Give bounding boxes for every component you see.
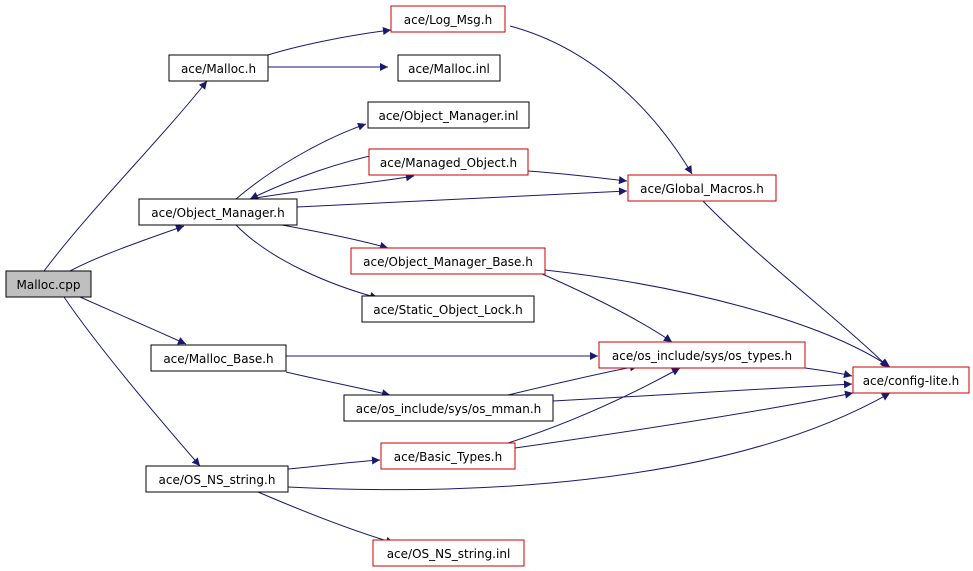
node-label: ace/os_include/sys/os_mman.h [356, 402, 542, 416]
node-label: ace/Object_Manager_Base.h [363, 255, 533, 269]
edge-os-mman-h-to-config-lite-h [552, 380, 853, 402]
node-label: ace/Object_Manager.h [151, 206, 284, 220]
edge-os-mman-h-to-os-types-h [507, 363, 639, 396]
node-config-lite-h[interactable]: ace/config-lite.h [852, 366, 970, 394]
edge-object-manager-h-to-object-manager-inl [235, 122, 367, 200]
node-malloc-h[interactable]: ace/Malloc.h [168, 54, 269, 82]
node-object-manager-inl[interactable]: ace/Object_Manager.inl [367, 101, 530, 129]
node-label: ace/OS_NS_string.h [159, 473, 276, 487]
node-label: ace/Global_Macros.h [640, 182, 764, 196]
node-os-ns-string-h[interactable]: ace/OS_NS_string.h [145, 465, 289, 493]
edge-global-macros-h-to-config-lite-h [701, 199, 889, 368]
edge-os-ns-string-h-to-os-ns-string-inl [257, 491, 395, 545]
edge-os-ns-string-h-to-config-lite-h [287, 392, 891, 491]
node-label: ace/Managed_Object.h [380, 156, 517, 170]
edge-object-manager-base-h-to-os-types-h [539, 272, 673, 343]
edge-malloc-cpp-to-object-manager-h [69, 224, 185, 272]
edge-object-manager-base-h-to-config-lite-h [544, 269, 891, 368]
node-os-mman-h[interactable]: ace/os_include/sys/os_mman.h [343, 394, 554, 422]
node-malloc-inl[interactable]: ace/Malloc.inl [397, 54, 501, 82]
edge-basic-types-h-to-config-lite-h [514, 390, 854, 449]
node-label: ace/Log_Msg.h [404, 13, 492, 27]
edge-managed-object-h-to-global-macros-h [527, 170, 628, 185]
node-malloc-cpp[interactable]: Malloc.cpp [5, 270, 92, 298]
node-malloc-base-h[interactable]: ace/Malloc_Base.h [150, 344, 287, 372]
edge-malloc-cpp-to-malloc-base-h [79, 296, 187, 345]
node-label: ace/Basic_Types.h [394, 450, 502, 464]
edge-malloc-base-h-to-os-mman-h [285, 371, 391, 398]
node-label: ace/Object_Manager.inl [378, 109, 518, 123]
node-label: ace/Static_Object_Lock.h [373, 303, 523, 317]
node-os-ns-string-inl[interactable]: ace/OS_NS_string.inl [372, 539, 525, 567]
node-label: ace/Malloc.h [181, 62, 256, 76]
node-label: Malloc.cpp [17, 278, 81, 292]
edges [43, 25, 891, 545]
edge-malloc-cpp-to-os-ns-string-h [63, 296, 201, 467]
nodes: Malloc.cpp ace/Malloc.h ace/Log_Msg.h ac… [5, 5, 970, 567]
node-log-msg-h[interactable]: ace/Log_Msg.h [390, 5, 506, 33]
node-label: ace/OS_NS_string.inl [387, 547, 511, 561]
node-managed-object-h[interactable]: ace/Managed_Object.h [368, 148, 529, 176]
edge-object-manager-h-to-object-manager-base-h [281, 224, 389, 250]
edge-malloc-cpp-to-malloc-h [43, 80, 208, 272]
edge-os-types-h-to-config-lite-h [804, 367, 853, 379]
edge-log-msg-h-to-global-macros-h [509, 25, 693, 175]
edge-object-manager-h-to-global-macros-h [296, 187, 628, 208]
node-global-macros-h[interactable]: ace/Global_Macros.h [627, 174, 777, 202]
edge-basic-types-h-to-os-types-h [507, 367, 681, 444]
edge-malloc-h-to-log-msg-h [267, 26, 392, 56]
node-label: ace/os_include/sys/os_types.h [612, 349, 792, 363]
node-label: ace/Malloc_Base.h [163, 352, 273, 366]
edge-os-ns-string-h-to-basic-types-h [287, 456, 381, 470]
node-os-types-h[interactable]: ace/os_include/sys/os_types.h [598, 341, 806, 369]
node-static-object-lock-h[interactable]: ace/Static_Object_Lock.h [361, 295, 535, 323]
node-object-manager-base-h[interactable]: ace/Object_Manager_Base.h [350, 247, 546, 275]
edge-object-manager-h-to-managed-object-h [249, 173, 415, 200]
node-label: ace/config-lite.h [863, 374, 960, 388]
node-basic-types-h[interactable]: ace/Basic_Types.h [380, 442, 516, 470]
edge-object-manager-h-to-static-object-lock-h [235, 224, 379, 300]
node-label: ace/Malloc.inl [408, 62, 490, 76]
node-object-manager-h[interactable]: ace/Object_Manager.h [138, 198, 298, 226]
